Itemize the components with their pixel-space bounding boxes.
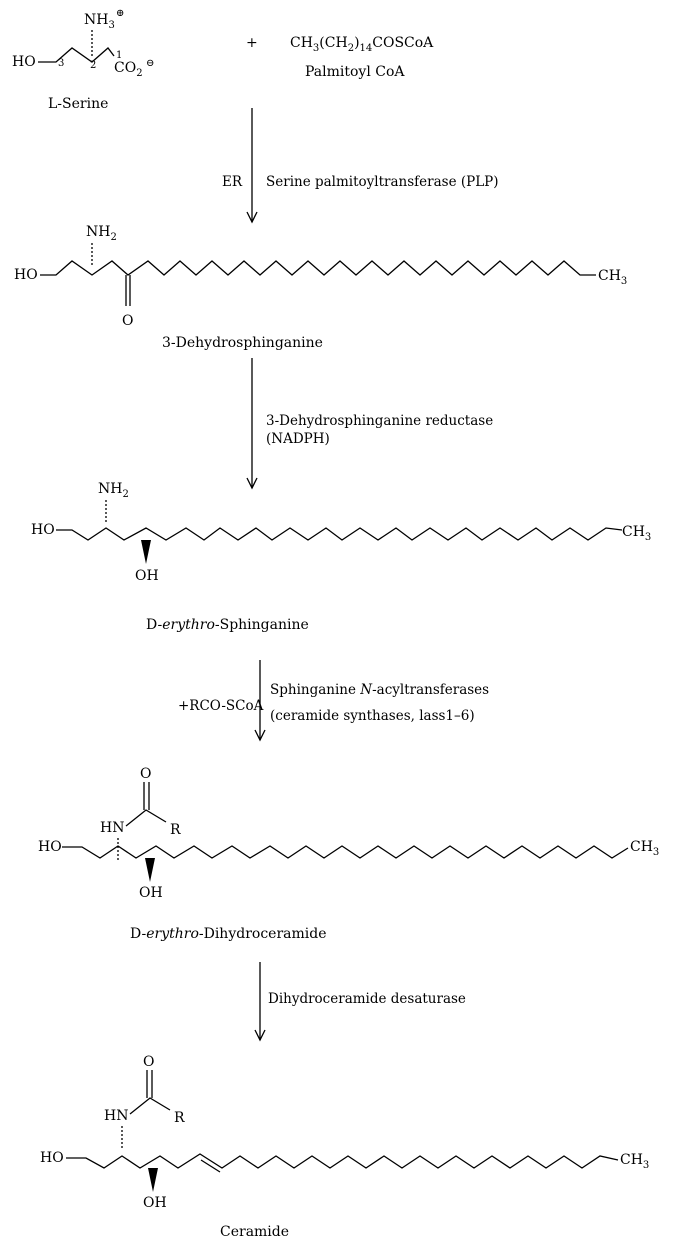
ceramide-name: Ceramide	[220, 1224, 289, 1240]
ceramide-ho-label: HO	[40, 1150, 64, 1166]
serine-c2-label: 2	[90, 60, 96, 71]
3-dehydrosphinganine-structure: NH2 HO O CH3	[14, 224, 627, 329]
serine-c3-label: 3	[58, 58, 64, 69]
d-erythro-dihydroceramide-name: D-erythro-Dihydroceramide	[130, 926, 326, 942]
step-1-enzyme: Serine palmitoyltransferase (PLP)	[266, 174, 499, 190]
plus-sign: +	[246, 35, 258, 51]
sphinganine-nh2-label: NH2	[98, 481, 129, 500]
3-dehydrosphinganine-name: 3-Dehydrosphinganine	[162, 335, 323, 351]
ceramide-o-label: O	[143, 1054, 154, 1070]
serine-charge-minus: ⊖	[146, 58, 154, 69]
step-4-enzyme: Dihydroceramide desaturase	[268, 991, 466, 1007]
d-erythro-sphinganine-name: D-erythro-Sphinganine	[146, 617, 309, 633]
palmitoyl-coa-formula: CH3(CH2)14COSCoA	[290, 35, 434, 54]
ceramide-structure: O HN R HO OH CH3	[40, 1054, 649, 1211]
dihydroceramide-o-label: O	[140, 766, 151, 782]
step-1-arrow	[246, 108, 258, 224]
l-serine-structure: NH3 ⊕ HO 3 2 1 CO2 ⊖	[12, 8, 154, 79]
dihydroceramide-hn-label: HN	[100, 820, 124, 836]
step-3-cosubstrate: +RCO-SCoA	[178, 698, 264, 714]
ceramide-trans-double-bond	[200, 1159, 221, 1173]
dihydroceramide-chain	[62, 845, 629, 859]
dihydroceramide-ho-label: HO	[38, 839, 62, 855]
d-erythro-sphinganine-structure: NH2 HO OH CH3	[31, 481, 651, 584]
ceramide-hn-label: HN	[104, 1108, 128, 1124]
dehydro-nh2-label: NH2	[86, 224, 117, 243]
dihydroceramide-r-label: R	[170, 822, 181, 838]
dehydro-ho-label: HO	[14, 267, 38, 283]
serine-charge-plus: ⊕	[116, 8, 124, 19]
step-4-arrow	[254, 962, 266, 1042]
serine-nh3-label: NH3	[84, 12, 115, 31]
sphinganine-chain	[56, 527, 623, 541]
d-erythro-dihydroceramide-structure: O HN R HO OH CH3	[38, 766, 659, 901]
ceramide-ch3-label: CH3	[620, 1152, 649, 1171]
serine-c1-label: 1	[116, 50, 122, 61]
dihydroceramide-oh-label: OH	[139, 885, 163, 901]
palmitoyl-coa-name: Palmitoyl CoA	[305, 64, 405, 80]
step-3-enzyme: Sphinganine N-acyltransferases	[270, 682, 489, 698]
l-serine-name: L-Serine	[48, 96, 108, 112]
serine-backbone	[38, 47, 115, 63]
step-2-cofactor: (NADPH)	[266, 431, 330, 447]
serine-co2-label: CO2	[114, 60, 143, 79]
step-3-arrow	[254, 660, 266, 742]
step-3-cofactor: (ceramide synthases, lass1–6)	[270, 708, 475, 724]
step-1-location: ER	[222, 174, 243, 190]
ceramide-r-label: R	[174, 1110, 185, 1126]
dihydroceramide-ch3-label: CH3	[630, 839, 659, 858]
dehydro-ch3-label: CH3	[598, 268, 627, 287]
ceramide-chain	[66, 1153, 619, 1169]
sphinganine-oh-label: OH	[135, 568, 159, 584]
step-2-arrow	[246, 358, 258, 490]
ceramide-oh-label: OH	[143, 1195, 167, 1211]
dehydro-o-label: O	[122, 313, 133, 329]
sphinganine-ch3-label: CH3	[622, 524, 651, 543]
dehydro-chain	[40, 260, 596, 276]
step-2-enzyme: 3-Dehydrosphinganine reductase	[266, 413, 493, 429]
serine-ho-label: HO	[12, 54, 36, 70]
sphinganine-ho-label: HO	[31, 522, 55, 538]
